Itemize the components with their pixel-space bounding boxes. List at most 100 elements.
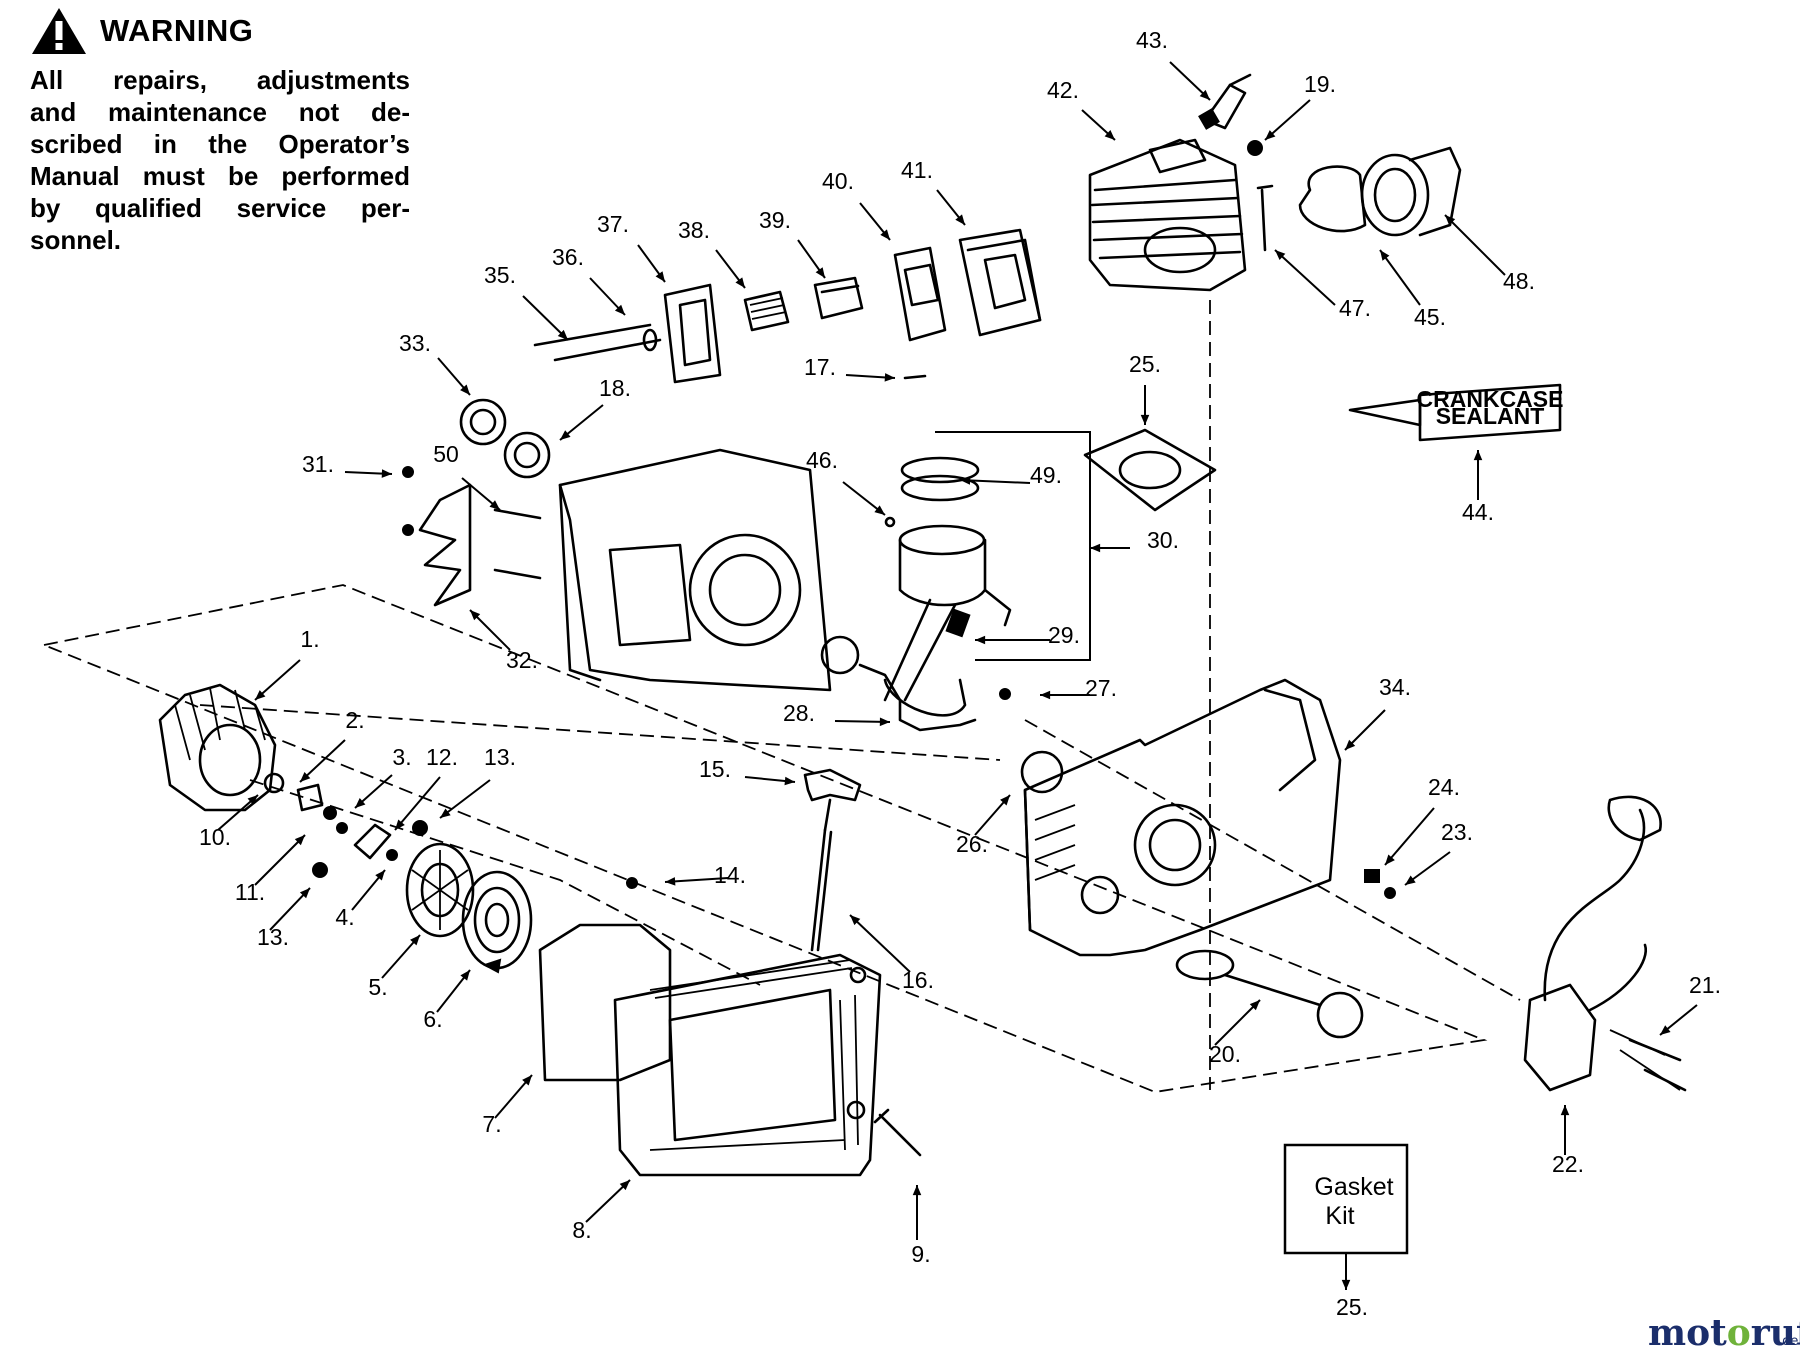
screw-47-part (1256, 184, 1274, 252)
muffler-cover-part (663, 283, 722, 384)
callout-c33: 33. (399, 330, 431, 356)
callout-c36: 36. (552, 244, 584, 270)
leader-line (254, 834, 306, 886)
arrowhead (1249, 1000, 1260, 1011)
arrowhead (1560, 1105, 1570, 1116)
callout-c13b: 13. (257, 924, 289, 950)
callout-c26: 26. (956, 831, 988, 857)
arrowhead (460, 970, 470, 981)
leader-line (394, 776, 441, 831)
arrowhead (557, 329, 568, 340)
callout-c6: 6. (423, 1006, 442, 1032)
arrowhead (1473, 450, 1483, 461)
cylinder-part (1088, 138, 1247, 292)
alignment-line-starter (199, 704, 1001, 761)
arrowhead (784, 776, 795, 786)
sealant-line1: CRANKCASE (1417, 386, 1564, 412)
watermark-brand: motoruf (1648, 1312, 1800, 1354)
part-24 (1364, 869, 1380, 883)
arrowhead (247, 795, 258, 805)
callout-c42: 42. (1047, 77, 1079, 103)
callout-c28: 28. (783, 700, 815, 726)
callout-c47: 47. (1339, 295, 1371, 321)
alignment-line-crank (1024, 719, 1521, 1001)
callout-c4: 4. (335, 904, 354, 930)
nut-2 (296, 783, 324, 812)
warning-line: sonnel. (30, 225, 122, 255)
arrowhead (1199, 89, 1210, 100)
seal-33 (459, 398, 507, 446)
screw-14 (626, 877, 638, 889)
arrowhead (912, 1185, 922, 1196)
warning-line: Manual must be performed (30, 161, 410, 191)
arrowhead (1090, 543, 1101, 553)
callout-c8: 8. (572, 1217, 591, 1243)
alignment-line-bolts (249, 779, 761, 986)
arrowhead (255, 690, 266, 700)
warning-block: WARNING All repairs, adjustments and mai… (30, 6, 410, 256)
leader-line (585, 1179, 631, 1223)
callout-c37: 37. (597, 211, 629, 237)
arrowhead (874, 505, 885, 515)
callout-c34: 34. (1379, 674, 1411, 700)
leader-line (439, 779, 491, 819)
piston-assembly (883, 456, 1012, 702)
leader-line (664, 877, 729, 883)
callout-labels: 1.2.3.4.5.6.7.8.9.10.11.12.13.13.14.15.1… (199, 27, 1721, 1320)
flywheel-part (158, 683, 324, 812)
callout-c23: 23. (1441, 819, 1473, 845)
callout-c32: 32. (506, 647, 538, 673)
arrowhead (884, 373, 895, 382)
arrowhead (614, 304, 625, 315)
arrowhead (1000, 795, 1010, 806)
arrowhead (470, 610, 481, 621)
screen-part (743, 290, 790, 332)
warning-triangle-icon (32, 8, 86, 54)
arrowhead (955, 214, 965, 225)
arrowhead (880, 229, 890, 240)
leader-arrows (217, 61, 1698, 1290)
callout-c25b: 25. (1336, 1294, 1368, 1320)
arrowhead (410, 935, 420, 946)
ignition-module-part (1523, 795, 1681, 1092)
sealant-tube: CRANKCASE SEALANT (1348, 383, 1564, 442)
arrowhead (815, 267, 825, 278)
callout-c29: 29. (1048, 622, 1080, 648)
arrowhead (735, 277, 745, 288)
arrowhead (440, 808, 451, 818)
leader-line (299, 739, 346, 783)
screw-17 (903, 374, 927, 380)
starter-handle-part (803, 768, 862, 952)
arrowhead (879, 717, 890, 727)
callout-c21: 21. (1689, 972, 1721, 998)
arrowhead (665, 877, 676, 886)
screws-21 (1628, 1038, 1687, 1092)
leader-line (849, 914, 911, 973)
muffler-part (958, 228, 1042, 337)
clamp-part (1298, 165, 1367, 233)
arrowhead (1265, 130, 1276, 140)
arrowhead (1405, 875, 1416, 885)
seal-26 (1020, 750, 1064, 794)
arrowhead (1275, 250, 1286, 261)
leader-line (522, 295, 569, 341)
callout-c40: 40. (822, 168, 854, 194)
callout-c25a: 25. (1129, 351, 1161, 377)
callout-c48: 48. (1503, 268, 1535, 294)
callout-c2: 2. (345, 707, 364, 733)
washer-36 (642, 328, 658, 352)
arrowhead (522, 1075, 532, 1086)
callout-c24: 24. (1428, 774, 1460, 800)
arrowhead (1104, 130, 1115, 140)
callout-c19: 19. (1304, 71, 1336, 97)
arrowhead (460, 384, 470, 395)
seal-18 (503, 431, 551, 479)
leader-line (1214, 999, 1261, 1046)
callout-c15: 15. (699, 756, 731, 782)
arrowhead (1345, 739, 1356, 750)
callout-c27: 27. (1085, 675, 1117, 701)
spark-plug-part (1198, 73, 1252, 130)
callout-c39: 39. (759, 207, 791, 233)
arrowhead (960, 476, 971, 485)
leader-line (959, 479, 1031, 484)
